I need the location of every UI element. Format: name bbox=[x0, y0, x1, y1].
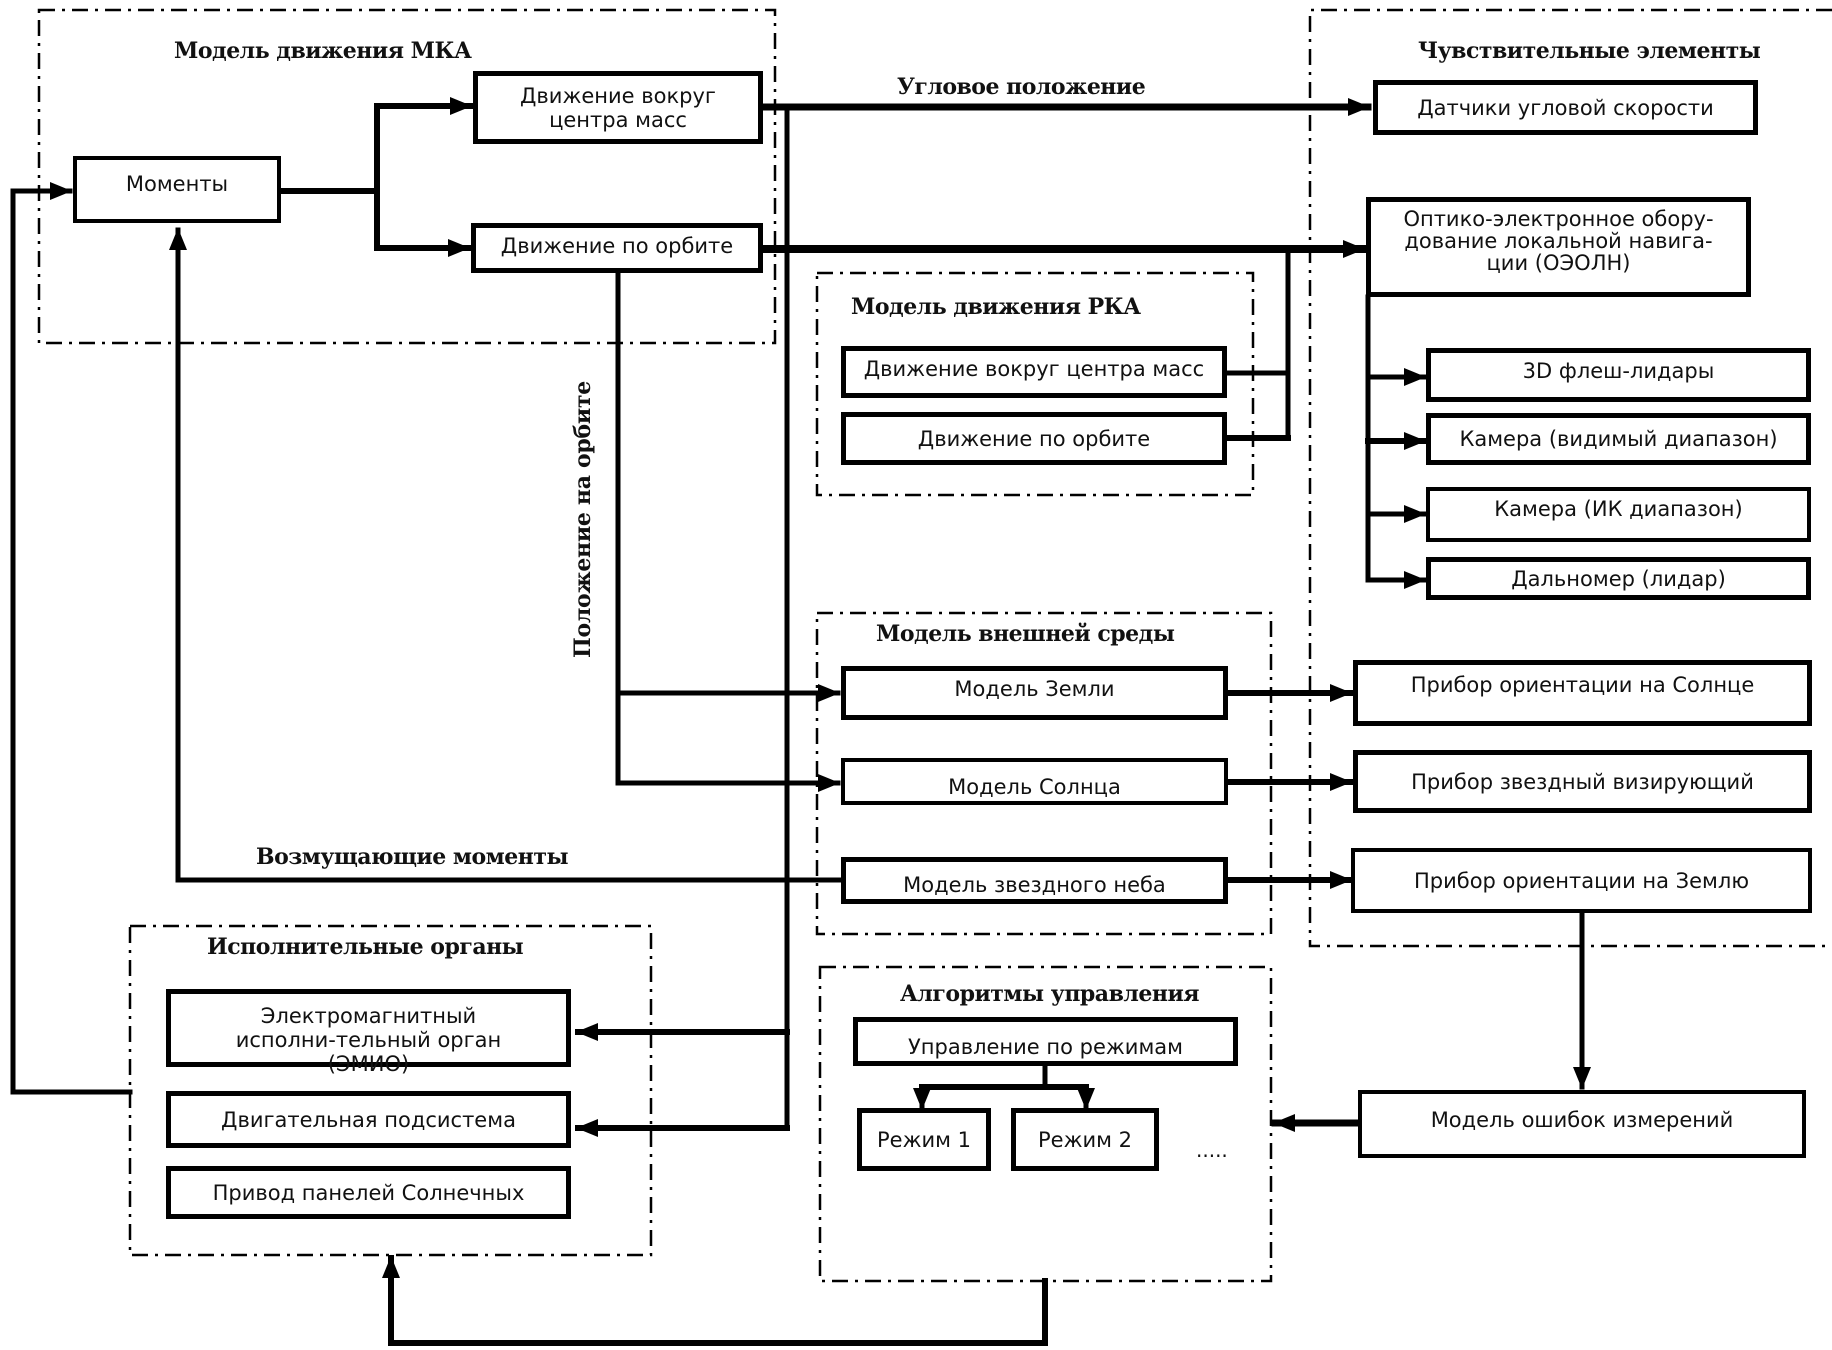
group-title-sensors: Чувствительные элементы bbox=[1418, 38, 1761, 64]
box-mka-attitude[interactable]: Движение вокруг центра масс bbox=[473, 71, 763, 144]
box-rka-orbit[interactable]: Движение по орбите bbox=[841, 412, 1227, 465]
edge-label-attitude: Угловое положение bbox=[897, 74, 1146, 100]
box-camera-visible[interactable]: Камера (видимый диапазон) bbox=[1426, 413, 1811, 465]
box-earth-sensor[interactable]: Прибор ориентации на Землю bbox=[1351, 848, 1812, 913]
box-star-tracker[interactable]: Прибор звездный визирующий bbox=[1353, 750, 1812, 813]
edge-to-mka-orbit bbox=[374, 188, 471, 257]
box-mka-orbit[interactable]: Движение по орбите bbox=[471, 223, 763, 273]
box-sun-model[interactable]: Модель Солнца bbox=[841, 758, 1228, 805]
box-star-model[interactable]: Модель звездного неба bbox=[841, 857, 1228, 904]
group-title-actuators: Исполнительные органы bbox=[207, 934, 524, 960]
edge-label-disturbance: Возмущающие моменты bbox=[256, 844, 569, 870]
edge-control-to-actuators bbox=[382, 1255, 1048, 1346]
group-frame-actuators bbox=[128, 924, 653, 1257]
box-moments[interactable]: Моменты bbox=[73, 156, 281, 223]
box-solar-drive[interactable]: Привод панелей Солнечных bbox=[166, 1166, 571, 1219]
box-gyro[interactable]: Датчики угловой скорости bbox=[1373, 80, 1758, 135]
edge-actuators-feedback bbox=[10, 182, 133, 1095]
box-flash-lidar[interactable]: 3D флеш-лидары bbox=[1426, 348, 1811, 402]
more-modes-ellipsis: ..... bbox=[1196, 1138, 1228, 1162]
group-frame-sensors bbox=[1308, 8, 1832, 948]
box-meas-errors[interactable]: Модель ошибок измерений bbox=[1358, 1090, 1806, 1158]
edge-label-orbit-position: Положение на орбите bbox=[570, 381, 596, 658]
box-sun-sensor[interactable]: Прибор ориентации на Солнце bbox=[1353, 660, 1812, 726]
box-mode2[interactable]: Режим 2 bbox=[1011, 1108, 1159, 1171]
box-earth-model[interactable]: Модель Земли bbox=[841, 666, 1228, 720]
box-propulsion[interactable]: Двигательная подсистема bbox=[166, 1091, 571, 1148]
box-rangefinder[interactable]: Дальномер (лидар) bbox=[1426, 557, 1811, 600]
group-title-control: Алгоритмы управления bbox=[900, 981, 1200, 1007]
box-oeoln[interactable]: Оптико-электронное обору-дование локальн… bbox=[1366, 197, 1751, 297]
group-title-mka-motion: Модель движения МКА bbox=[174, 38, 472, 64]
edge-to-mka-attitude bbox=[374, 97, 473, 194]
edge-disturbance-moments bbox=[169, 227, 845, 883]
group-title-environment: Модель внешней среды bbox=[876, 621, 1175, 647]
box-rka-attitude[interactable]: Движение вокруг центра масс bbox=[841, 346, 1227, 398]
box-emio[interactable]: Электромагнитный исполни-тельный орган (… bbox=[166, 989, 571, 1076]
group-frame-environment bbox=[815, 611, 1273, 936]
box-camera-ir[interactable]: Камера (ИК диапазон) bbox=[1426, 487, 1811, 542]
group-frame-mka bbox=[37, 8, 777, 345]
group-title-rka-motion: Модель движения РКА bbox=[851, 294, 1141, 320]
box-mode-control[interactable]: Управление по режимам bbox=[853, 1017, 1238, 1066]
box-mode1[interactable]: Режим 1 bbox=[857, 1108, 991, 1171]
